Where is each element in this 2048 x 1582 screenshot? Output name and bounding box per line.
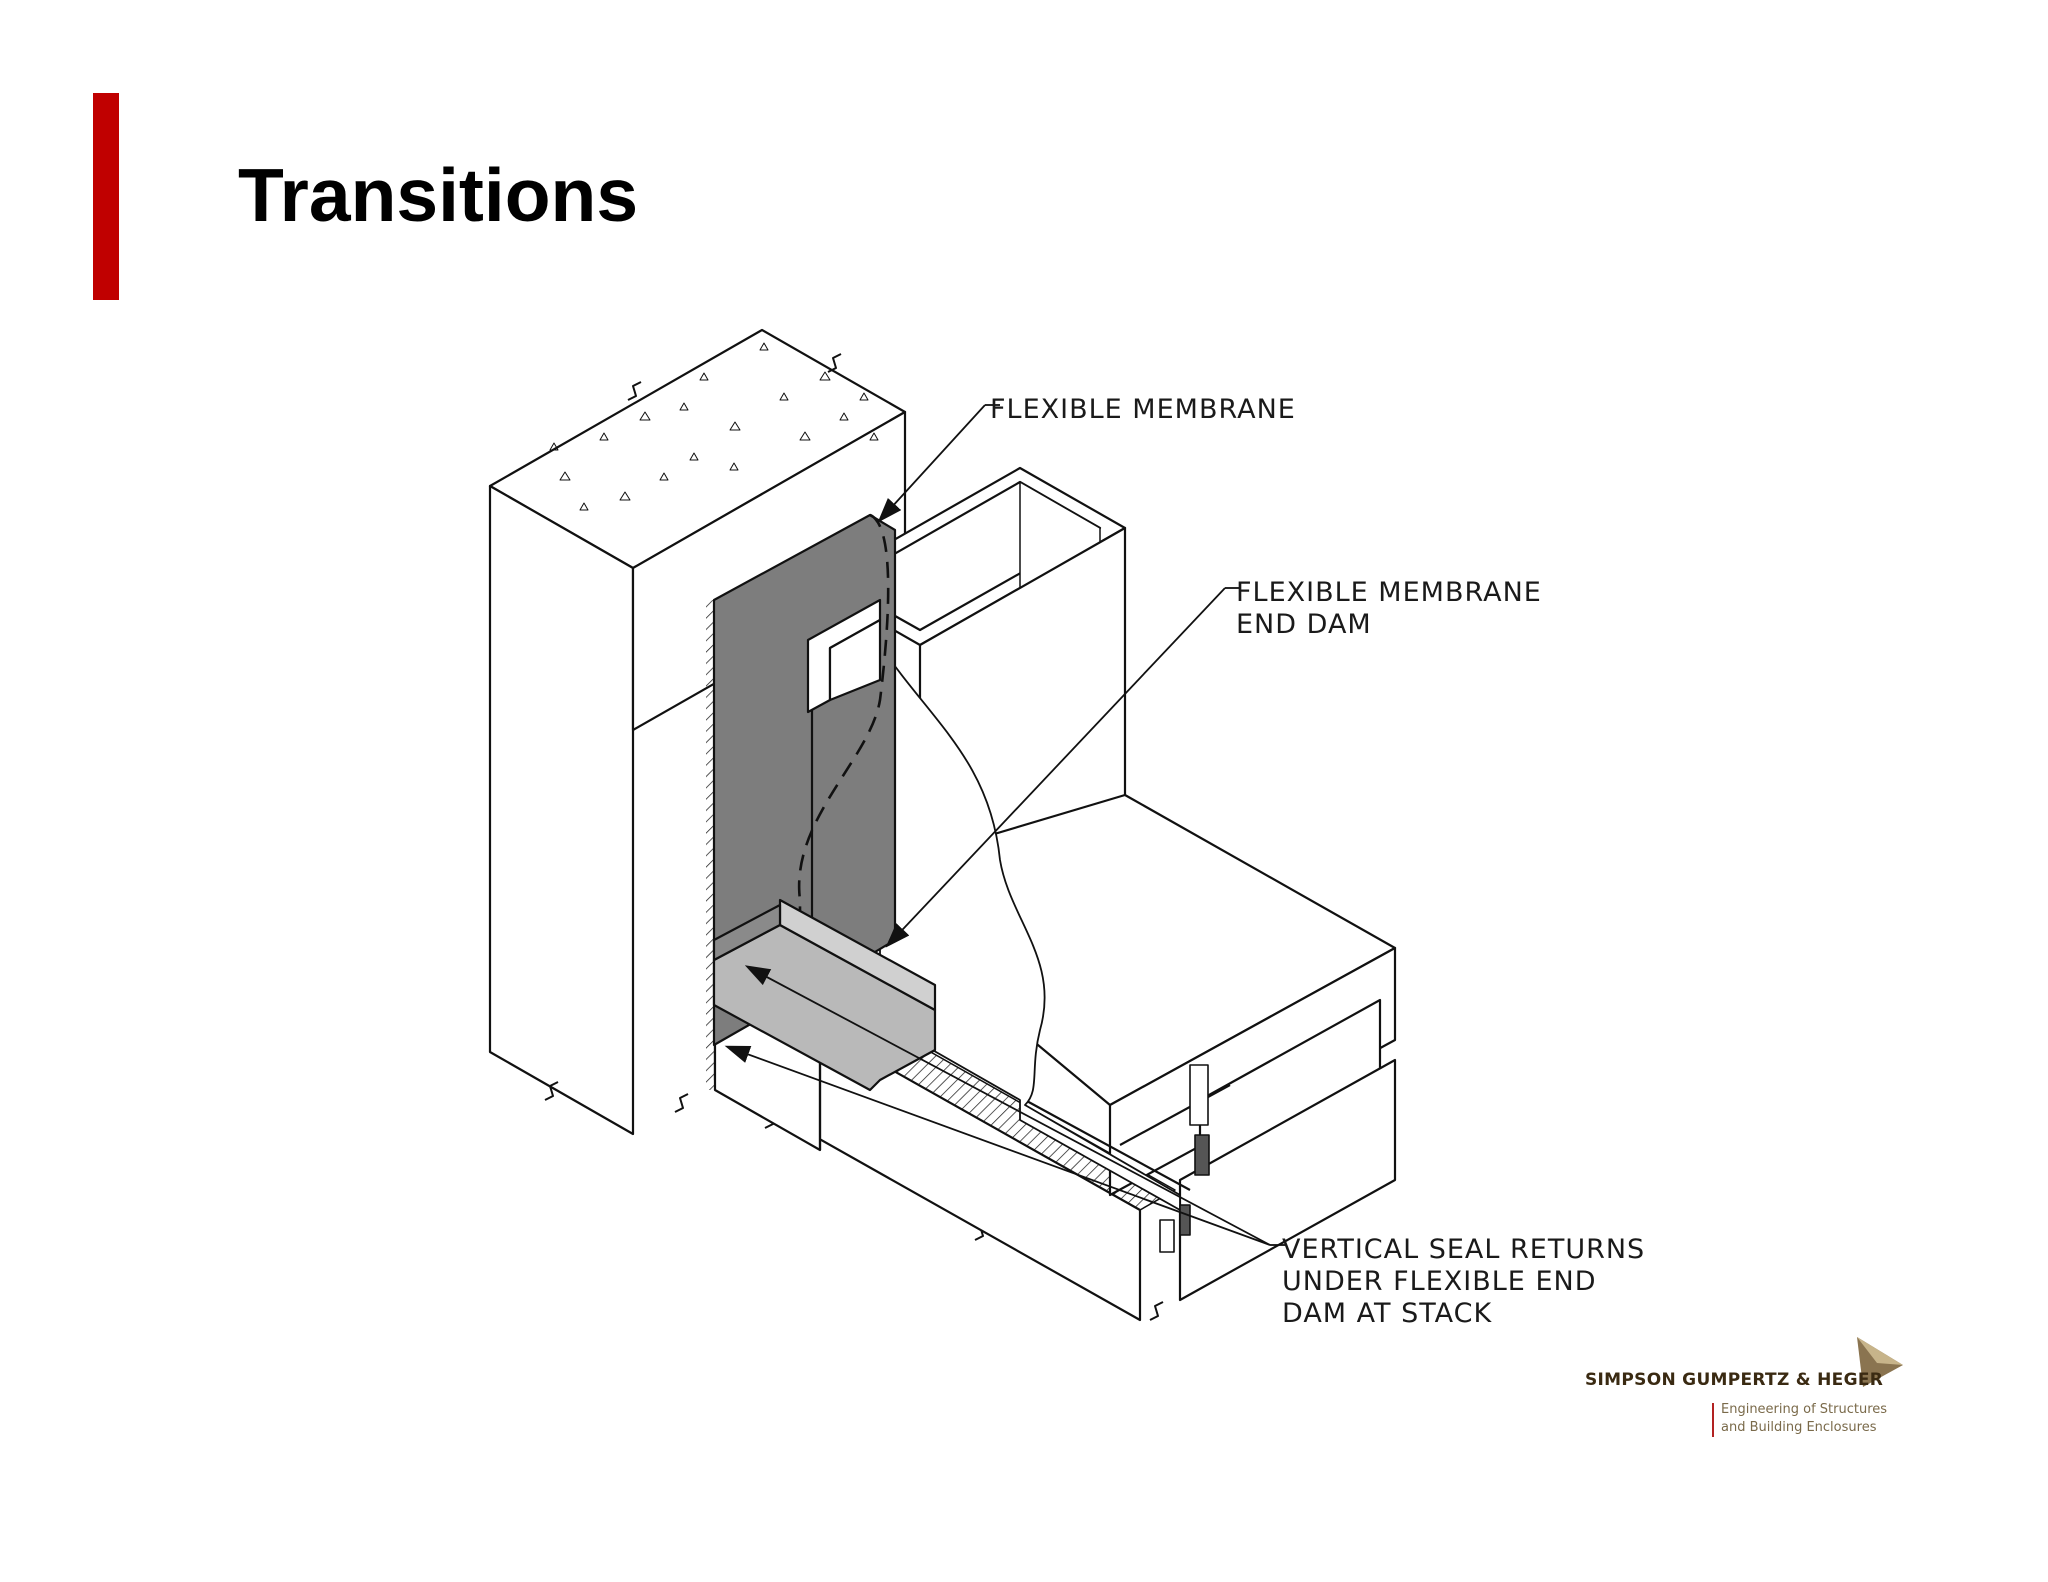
title-accent-bar: [93, 93, 119, 300]
callout-end-dam-line2: END DAM: [1236, 609, 1372, 640]
cutaway-reveal: [879, 644, 1181, 1211]
mullion-clip: [806, 598, 882, 714]
company-logo: SIMPSON GUMPERTZ & HEGER Engineering of …: [1585, 1335, 1915, 1445]
gasket-details: [1159, 1064, 1210, 1253]
logo-tagline: Engineering of Structures and Building E…: [1721, 1401, 1887, 1437]
callout-flexible-membrane: FLEXIBLE MEMBRANE: [990, 394, 1296, 425]
logo-tagline-line1: Engineering of Structures: [1721, 1402, 1888, 1417]
leader-lines: [724, 404, 1285, 1246]
callout-seal-line3: DAM AT STACK: [1282, 1298, 1492, 1329]
logo-tagline-line2: and Building Enclosures: [1721, 1420, 1877, 1435]
wall-joint-hatch: [706, 600, 714, 1090]
slide-title: Transitions: [238, 153, 639, 237]
logo-triangle-icon: [1857, 1337, 1903, 1387]
concrete-texture: [549, 342, 879, 511]
logo-tag-divider: [1712, 1403, 1714, 1437]
logo-company-name: SIMPSON GUMPERTZ & HEGER: [1585, 1370, 1884, 1390]
callout-seal-line1: VERTICAL SEAL RETURNS: [1282, 1234, 1645, 1265]
callout-seal-line2: UNDER FLEXIBLE END: [1282, 1266, 1597, 1297]
callout-end-dam-line1: FLEXIBLE MEMBRANE: [1236, 577, 1542, 608]
